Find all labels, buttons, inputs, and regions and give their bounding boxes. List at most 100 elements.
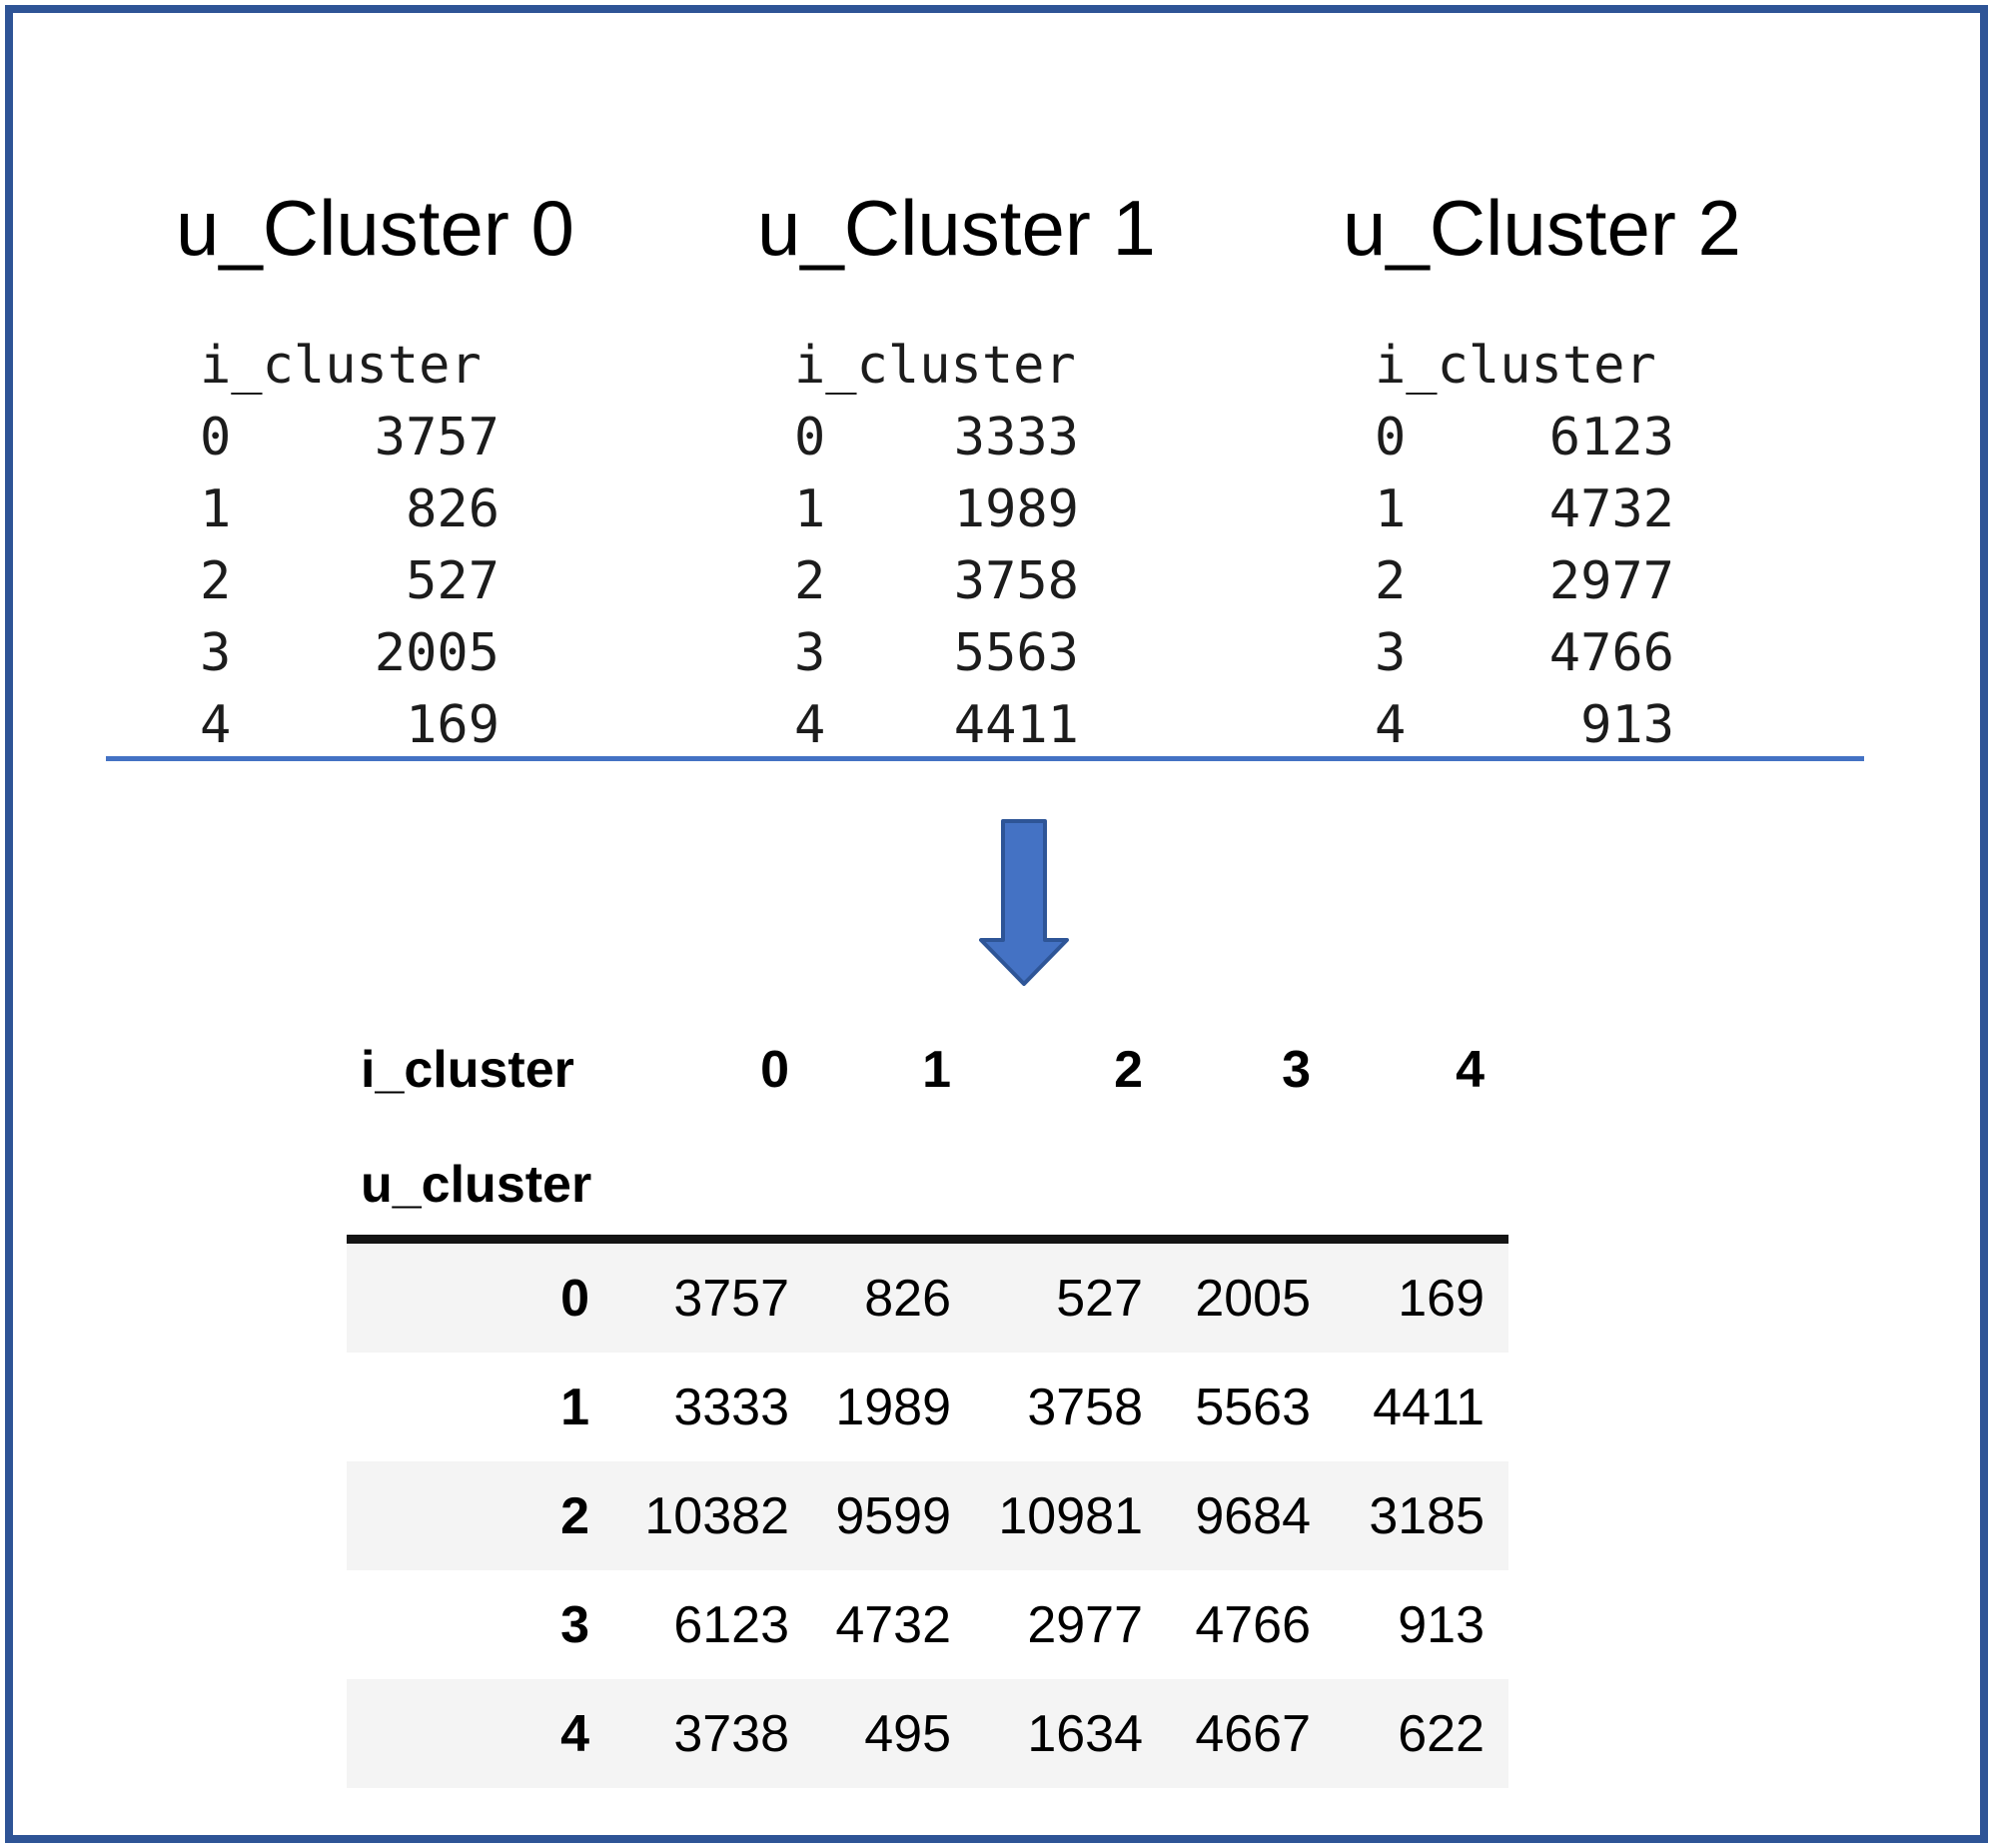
table-cell: 4732 (835, 1595, 951, 1654)
table-row: 2 10382 9599 10981 9684 3185 (347, 1461, 1508, 1570)
series-row-index: 3 (794, 623, 826, 683)
series-index-name: i_cluster (794, 336, 1076, 396)
series-row: 3 2005 (200, 617, 499, 689)
series-row-index: 4 (794, 695, 826, 755)
down-arrow-icon (979, 819, 1069, 986)
pivot-rows-index-name-row: u_cluster (347, 1106, 1508, 1235)
table-row: 3 6123 4732 2977 4766 913 (347, 1570, 1508, 1679)
row-index: 3 (560, 1595, 589, 1654)
series-row: 0 3333 (794, 402, 1079, 473)
series-row-value: 527 (406, 551, 499, 611)
table-row: 0 3757 826 527 2005 169 (347, 1244, 1508, 1353)
series-row: 4 913 (1375, 689, 1674, 761)
empty-cell (951, 1215, 1143, 1235)
table-cell: 4411 (1373, 1378, 1485, 1436)
series-index-name: i_cluster (1375, 336, 1656, 396)
table-cell: 5563 (1195, 1378, 1311, 1436)
pivot-column-header: 0 (760, 1041, 789, 1099)
series-row: 0 6123 (1375, 402, 1674, 473)
series-row-value: 5563 (953, 623, 1079, 683)
series-row-index: 0 (1375, 408, 1407, 467)
table-cell: 9684 (1195, 1486, 1311, 1545)
series-row-value: 3757 (374, 408, 499, 467)
table-cell: 3757 (673, 1269, 789, 1328)
series-row-index: 1 (794, 479, 826, 539)
table-cell: 2977 (1027, 1595, 1143, 1654)
table-cell: 169 (1398, 1269, 1485, 1328)
series-row-value: 3333 (953, 408, 1079, 467)
pivot-columns-index-name: i_cluster (361, 1041, 574, 1099)
pivot-column-header: 4 (1456, 1041, 1485, 1099)
series-row-index: 4 (200, 695, 232, 755)
table-header-rule (347, 1235, 1508, 1244)
series-row-index: 3 (1375, 623, 1407, 683)
series-row-index: 2 (1375, 551, 1407, 611)
series-row: 1 826 (200, 473, 499, 545)
series-row: 2 527 (200, 545, 499, 617)
series-row: 4 169 (200, 689, 499, 761)
row-index: 0 (560, 1269, 589, 1328)
series-row-index: 2 (794, 551, 826, 611)
table-cell: 6123 (673, 1595, 789, 1654)
table-cell: 826 (864, 1269, 951, 1328)
table-cell: 10981 (998, 1486, 1143, 1545)
series-row-index: 4 (1375, 695, 1407, 755)
row-index: 4 (560, 1704, 589, 1763)
series-row: 3 4766 (1375, 617, 1674, 689)
series-row-value: 3758 (953, 551, 1079, 611)
empty-cell (589, 1215, 789, 1235)
table-cell: 3185 (1369, 1486, 1485, 1545)
table-cell: 3738 (673, 1704, 789, 1763)
pivot-table: i_cluster 0 1 2 3 4 u_cluster 0 3757 826… (347, 1034, 1508, 1788)
table-cell: 9599 (835, 1486, 951, 1545)
series-row: 2 2977 (1375, 545, 1674, 617)
empty-cell (1311, 1215, 1508, 1235)
table-cell: 3758 (1027, 1378, 1143, 1436)
table-cell: 622 (1398, 1704, 1485, 1763)
series-row-index: 2 (200, 551, 232, 611)
series-row: 1 4732 (1375, 473, 1674, 545)
table-cell: 3333 (673, 1378, 789, 1436)
series-row-index: 0 (794, 408, 826, 467)
series-title-2: u_Cluster 2 (1343, 184, 1741, 272)
divider-line (106, 756, 1864, 761)
table-cell: 495 (864, 1704, 951, 1763)
series-row: 1 1989 (794, 473, 1079, 545)
pivot-columns-header-row: i_cluster 0 1 2 3 4 (347, 1034, 1508, 1106)
table-row: 4 3738 495 1634 4667 622 (347, 1679, 1508, 1788)
series-row-value: 169 (406, 695, 499, 755)
empty-cell (789, 1215, 951, 1235)
table-cell: 913 (1398, 1595, 1485, 1654)
table-cell: 1989 (835, 1378, 951, 1436)
series-row-value: 2977 (1548, 551, 1674, 611)
row-index: 1 (560, 1378, 589, 1436)
series-row-index: 1 (200, 479, 232, 539)
series-row: 0 3757 (200, 402, 499, 473)
series-row-value: 4411 (953, 695, 1079, 755)
series-row: 2 3758 (794, 545, 1079, 617)
series-row-value: 4732 (1548, 479, 1674, 539)
series-row: 4 4411 (794, 689, 1079, 761)
table-cell: 527 (1056, 1269, 1143, 1328)
series-title-0: u_Cluster 0 (176, 184, 574, 272)
series-row-value: 6123 (1548, 408, 1674, 467)
series-block-2: i_cluster 0 6123 1 4732 2 2977 3 4766 4 … (1375, 330, 1674, 761)
table-cell: 4766 (1195, 1595, 1311, 1654)
pivot-column-header: 3 (1282, 1041, 1311, 1099)
series-row: 3 5563 (794, 617, 1079, 689)
row-index: 2 (560, 1486, 589, 1545)
series-row-value: 1989 (953, 479, 1079, 539)
pivot-rows-index-name: u_cluster (361, 1156, 592, 1214)
series-row-value: 826 (406, 479, 499, 539)
series-row-value: 2005 (374, 623, 499, 683)
series-row-index: 1 (1375, 479, 1407, 539)
table-cell: 4667 (1195, 1704, 1311, 1763)
series-block-0: i_cluster 0 3757 1 826 2 527 3 2005 4 16… (200, 330, 499, 761)
table-cell: 2005 (1195, 1269, 1311, 1328)
table-row: 1 3333 1989 3758 5563 4411 (347, 1353, 1508, 1461)
series-row-value: 4766 (1548, 623, 1674, 683)
series-index-name: i_cluster (200, 336, 482, 396)
series-row-index: 3 (200, 623, 232, 683)
series-row-index: 0 (200, 408, 232, 467)
table-cell: 10382 (644, 1486, 789, 1545)
